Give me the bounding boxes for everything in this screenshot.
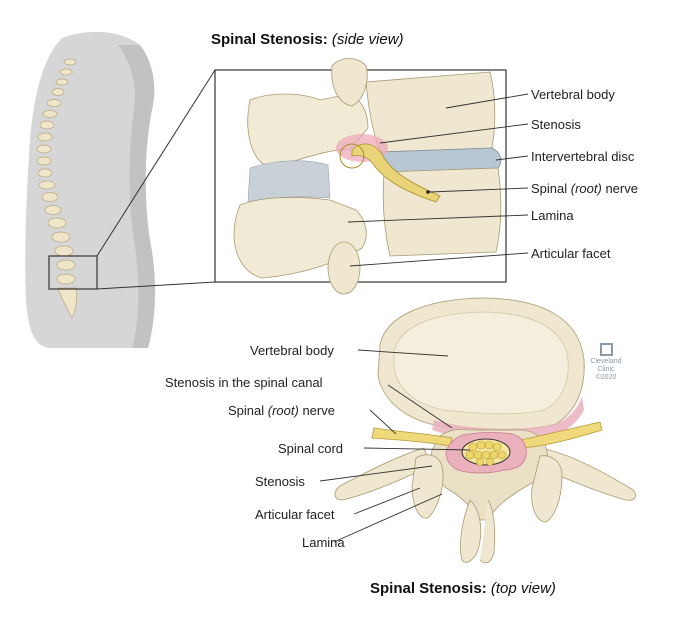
logo-line1: Cleveland: [586, 358, 626, 366]
label-top-spinal-nerve-italic: (root): [268, 403, 299, 418]
label-top-articular-facet: Articular facet: [255, 507, 334, 522]
logo-line2: Clinic: [586, 366, 626, 374]
side-view-title: Spinal Stenosis: (side view): [211, 31, 404, 48]
torso-side-silhouette: [25, 32, 215, 348]
label-side-intervertebral-disc: Intervertebral disc: [531, 149, 634, 164]
upper-vertebral-body: [366, 72, 495, 152]
label-top-spinal-nerve-post: nerve: [302, 403, 335, 418]
label-top-spinal-nerve-pre: Spinal: [228, 403, 264, 418]
side-view-panel: [215, 59, 528, 295]
top-view-vertebra: [320, 298, 636, 563]
label-side-spinal-nerve-post: nerve: [605, 181, 638, 196]
top-view-title-bold: Spinal Stenosis:: [370, 580, 487, 597]
cleveland-clinic-logo: Cleveland Clinic ©2020: [586, 343, 626, 382]
articular-facet-top: [412, 455, 443, 518]
label-side-spinal-nerve-pre: Spinal: [531, 181, 567, 196]
label-side-stenosis: Stenosis: [531, 117, 581, 132]
top-view-title-italic: (top view): [491, 580, 556, 597]
label-side-spinal-nerve-italic: (root): [571, 181, 602, 196]
label-top-stenosis-canal: Stenosis in the spinal canal: [165, 375, 323, 390]
articular-facet-side: [328, 242, 360, 294]
label-top-spinal-nerve: Spinal (root) nerve: [228, 403, 335, 418]
label-side-spinal-nerve: Spinal (root) nerve: [531, 181, 638, 196]
label-side-vertebral-body: Vertebral body: [531, 87, 615, 102]
clinic-logo-icon: [600, 343, 613, 356]
label-top-lamina: Lamina: [302, 535, 345, 550]
label-top-spinal-cord: Spinal cord: [278, 441, 343, 456]
side-view-title-bold: Spinal Stenosis:: [211, 31, 328, 48]
top-view-title: Spinal Stenosis: (top view): [370, 580, 556, 597]
label-side-lamina: Lamina: [531, 208, 574, 223]
label-top-vertebral-body: Vertebral body: [250, 343, 334, 358]
side-view-title-italic: (side view): [332, 31, 404, 48]
label-side-articular-facet: Articular facet: [531, 246, 610, 261]
logo-line3: ©2020: [586, 374, 626, 382]
label-top-stenosis: Stenosis: [255, 474, 305, 489]
